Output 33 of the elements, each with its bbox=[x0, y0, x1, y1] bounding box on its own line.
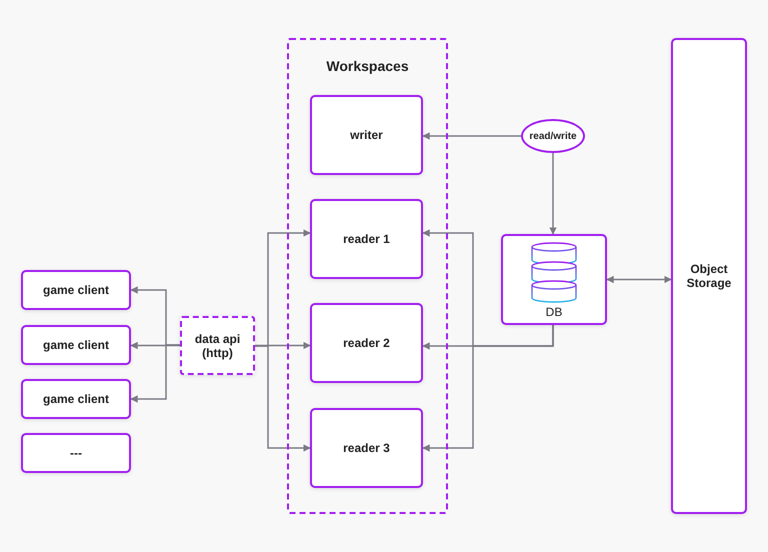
node-label: reader 2 bbox=[342, 336, 391, 350]
node-label: read/write bbox=[528, 130, 578, 142]
node-label: data api (http) bbox=[194, 332, 242, 360]
node-label: game client bbox=[42, 338, 110, 352]
process-box bbox=[21, 379, 131, 419]
node-label: writer bbox=[349, 128, 384, 142]
arrow bbox=[422, 325, 554, 452]
process-box bbox=[310, 303, 423, 383]
process-box bbox=[21, 433, 131, 473]
arrow bbox=[606, 276, 672, 284]
service-box bbox=[180, 316, 255, 375]
workspace-group bbox=[287, 38, 448, 514]
process-box bbox=[310, 408, 423, 488]
arrow bbox=[255, 345, 311, 452]
database-box bbox=[501, 234, 607, 325]
node-label: Object Storage bbox=[686, 262, 732, 290]
process-box bbox=[310, 95, 423, 175]
arrow bbox=[255, 342, 311, 350]
process-box bbox=[310, 199, 423, 279]
arrow bbox=[549, 153, 557, 235]
process-box bbox=[21, 325, 131, 365]
node-label: reader 1 bbox=[342, 232, 391, 246]
arrow bbox=[130, 342, 180, 350]
node-label: --- bbox=[69, 446, 83, 460]
arrow bbox=[130, 344, 180, 403]
arrow bbox=[422, 132, 521, 140]
node-label: game client bbox=[42, 392, 110, 406]
process-box bbox=[671, 38, 747, 514]
node-label: DB bbox=[544, 304, 564, 318]
process-box bbox=[21, 270, 131, 310]
group-title: Workspaces bbox=[325, 58, 410, 74]
node-label: game client bbox=[42, 283, 110, 297]
node-label: reader 3 bbox=[342, 441, 391, 455]
